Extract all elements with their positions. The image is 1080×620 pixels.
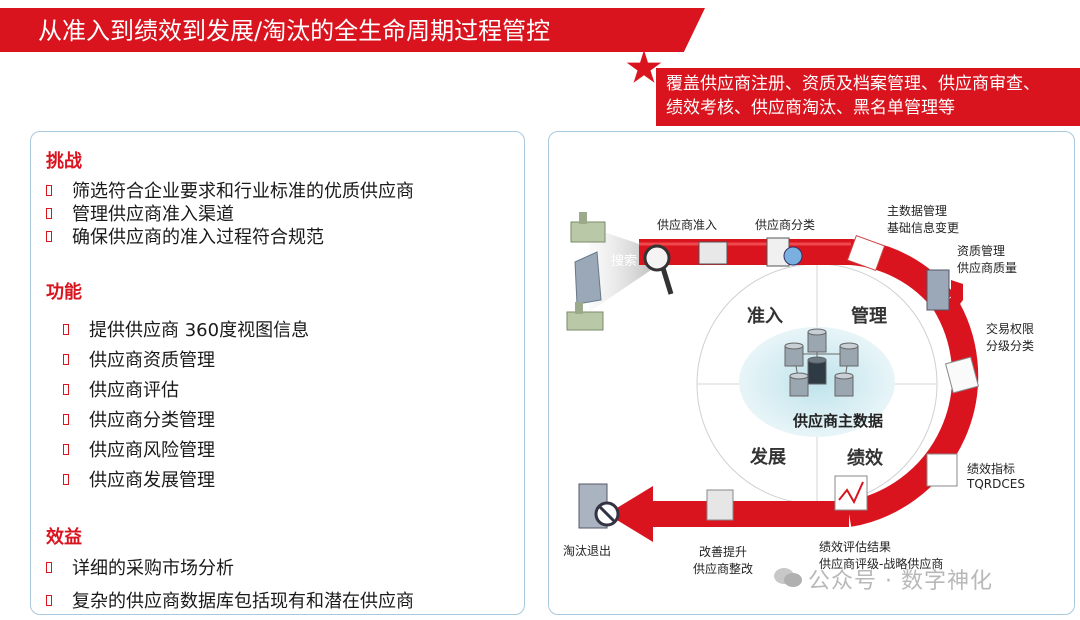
quadrant-performance: 绩效 xyxy=(847,444,883,470)
bullet-icon xyxy=(63,414,69,425)
challenge-title: 挑战 xyxy=(46,147,82,173)
improvement-label: 改善提升供应商整改 xyxy=(693,543,753,577)
quadrant-development: 发展 xyxy=(750,443,786,469)
benefit-item: 复杂的供应商数据库包括现有和潜在供应商 xyxy=(46,587,414,613)
quadrant-admission: 准入 xyxy=(747,302,783,328)
title-banner: 从准入到绩效到发展/淘汰的全生命周期过程管控 xyxy=(0,8,705,52)
bullet-icon xyxy=(63,354,69,365)
function-item: 供应商发展管理 xyxy=(63,466,215,492)
monitor-icon xyxy=(699,242,727,264)
lifecycle-diagram xyxy=(549,132,1075,615)
info-panel: 挑战 筛选符合企业要求和行业标准的优质供应商 管理供应商准入渠道 确保供应商的准… xyxy=(30,131,525,615)
function-title: 功能 xyxy=(46,278,82,304)
function-item: 供应商评估 xyxy=(63,376,179,402)
server-shield-icon xyxy=(927,270,949,310)
report-icon xyxy=(927,454,957,486)
bullet-icon xyxy=(46,595,52,606)
factory-icon xyxy=(567,302,603,330)
watermark: 公众号 · 数字神化 xyxy=(808,563,993,595)
improve-icon xyxy=(707,490,733,520)
bullet-icon xyxy=(46,562,52,573)
benefit-title: 效益 xyxy=(46,523,82,549)
lifecycle-panel: 搜索 供应商准入 供应商分类 主数据管理基础信息变更 资质管理供应商质量 交易权… xyxy=(548,131,1075,615)
bullet-icon xyxy=(46,208,52,219)
coverage-line-2: 绩效考核、供应商淘汰、黑名单管理等 xyxy=(666,96,1080,120)
bullet-icon xyxy=(63,324,69,335)
factory-icon xyxy=(571,212,605,242)
qualification-label: 资质管理供应商质量 xyxy=(957,242,1017,276)
function-item: 提供供应商 360度视图信息 xyxy=(63,316,309,342)
bullet-icon xyxy=(63,384,69,395)
authority-label: 交易权限分级分类 xyxy=(986,320,1034,354)
exit-label: 淘汰退出 xyxy=(563,542,611,559)
benefit-item: 详细的采购市场分析 xyxy=(46,554,234,580)
wechat-icon xyxy=(773,566,803,590)
challenge-item: 确保供应商的准入过程符合规范 xyxy=(46,223,324,249)
search-label: 搜索 xyxy=(611,250,637,269)
coverage-line-1: 覆盖供应商注册、资质及档案管理、供应商审查、 xyxy=(666,72,1080,96)
quadrant-management: 管理 xyxy=(851,302,887,328)
admission-label: 供应商准入 xyxy=(657,216,717,233)
bullet-icon xyxy=(46,185,52,196)
bullet-icon xyxy=(63,474,69,485)
function-item: 供应商风险管理 xyxy=(63,436,215,462)
coverage-callout: 覆盖供应商注册、资质及档案管理、供应商审查、 绩效考核、供应商淘汰、黑名单管理等 xyxy=(656,68,1080,126)
chart-icon xyxy=(835,476,867,510)
function-item: 供应商分类管理 xyxy=(63,406,215,432)
master-data-label: 主数据管理基础信息变更 xyxy=(887,202,959,236)
classification-label: 供应商分类 xyxy=(755,216,815,233)
page-title: 从准入到绩效到发展/淘汰的全生命周期过程管控 xyxy=(38,16,550,46)
function-item: 供应商资质管理 xyxy=(63,346,215,372)
bullet-icon xyxy=(63,444,69,455)
building-icon xyxy=(575,252,601,304)
center-label: 供应商主数据 xyxy=(793,410,883,431)
bullet-icon xyxy=(46,231,52,242)
